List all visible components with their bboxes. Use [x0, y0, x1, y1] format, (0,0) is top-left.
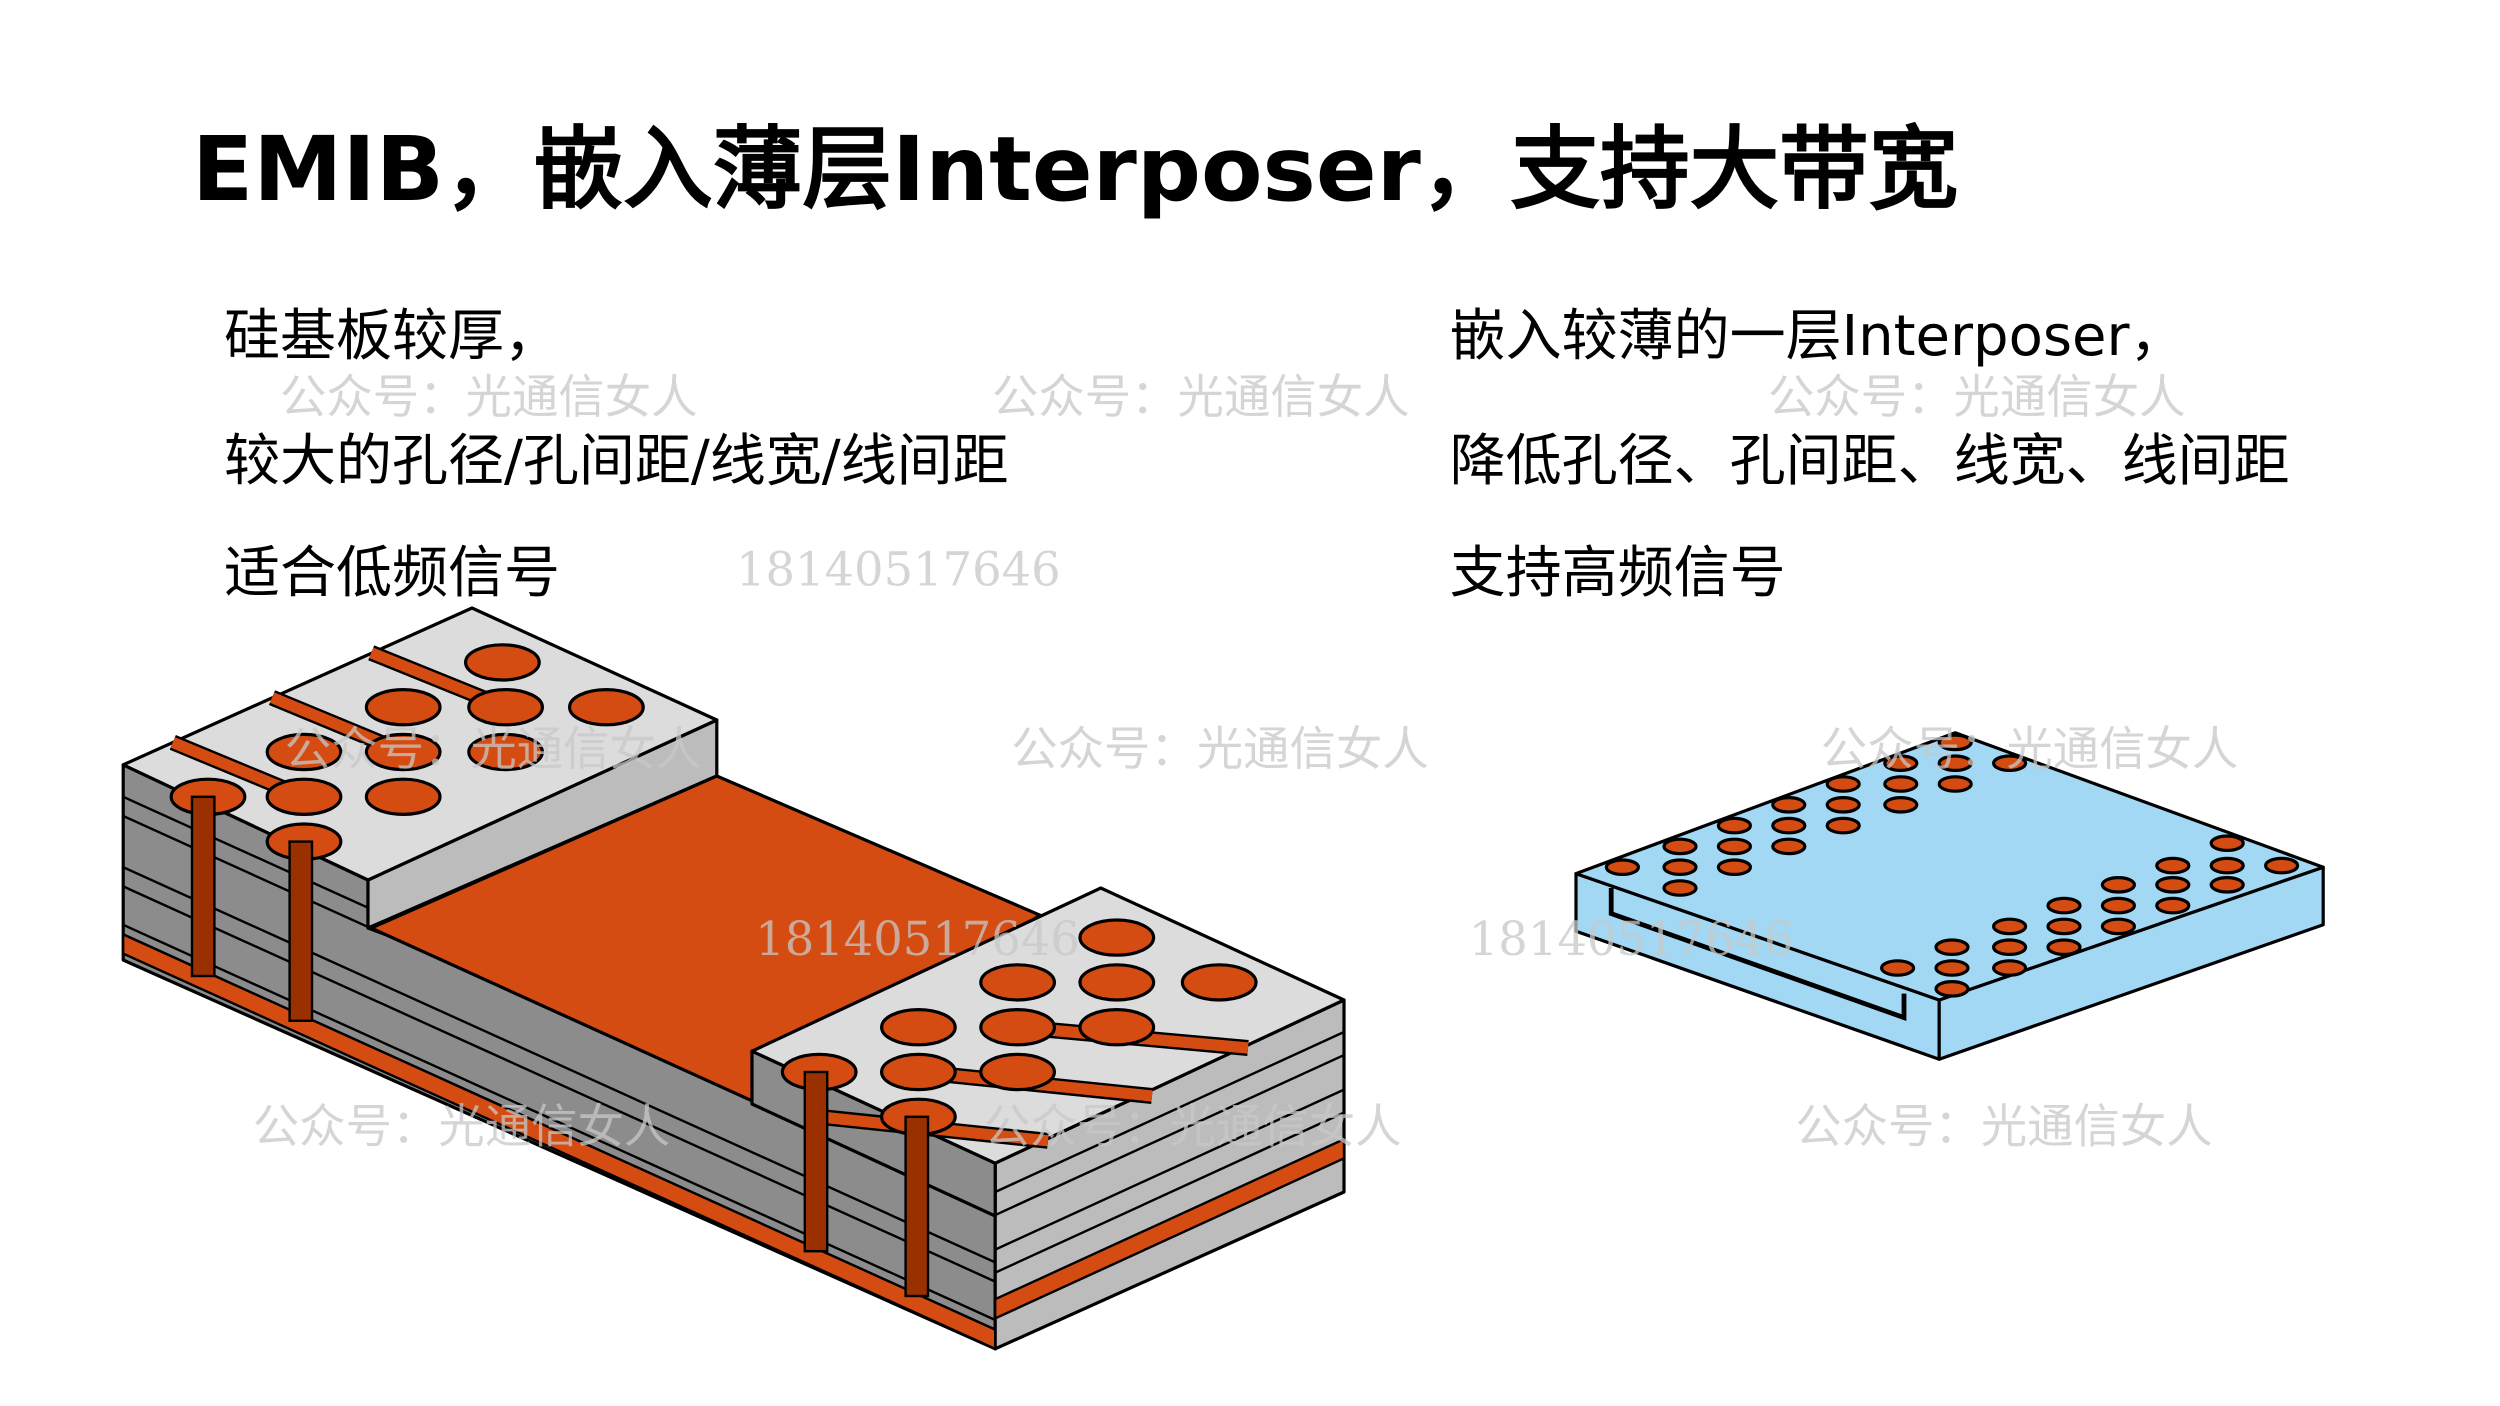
watermark-account: 公众号：光通信女人	[280, 370, 698, 424]
copper-layer	[122, 932, 997, 1351]
right-line-2: 降低孔径、孔间距、线宽、线间距	[1450, 429, 2290, 494]
watermark-account: 公众号：光通信女人	[984, 1099, 1402, 1153]
micro-bump	[1934, 980, 1970, 998]
micro-bump	[2046, 896, 2082, 915]
left-line-1: 硅基板较厚，	[224, 304, 560, 369]
micro-bump	[1771, 816, 1807, 835]
bump-pad	[1078, 963, 1156, 1002]
micro-bump	[1883, 796, 1919, 814]
layer-line	[994, 1111, 1345, 1274]
via	[288, 840, 314, 1022]
layer-line	[122, 885, 996, 1283]
via	[190, 795, 216, 978]
thin-interposer-illustration	[1574, 731, 2325, 1061]
micro-bump	[2264, 856, 2300, 875]
micro-bump	[1937, 733, 1973, 752]
bump-pad	[464, 643, 541, 682]
right-line-1: 嵌入较薄的一层Interposer，	[1450, 304, 2186, 369]
layer-line	[122, 923, 996, 1322]
right-description: 嵌入较薄的一层Interposer， 降低孔径、孔间距、线宽、线间距 支持高频信…	[1450, 304, 2290, 606]
watermark-phone: 18140517646	[755, 912, 1080, 966]
bump-pad	[979, 1052, 1056, 1092]
watermark-account: 公众号：光通信女人	[285, 722, 703, 776]
bump-pad	[979, 1008, 1056, 1047]
micro-bump	[2209, 876, 2245, 894]
micro-bump	[2100, 876, 2136, 894]
bump-pad	[265, 732, 343, 772]
micro-bump	[1604, 858, 1640, 876]
bump-pad	[1078, 1008, 1156, 1047]
micro-bump	[1716, 858, 1752, 876]
bump-pad	[364, 777, 442, 817]
watermark-account: 公众号：光通信女人	[253, 1099, 671, 1153]
bump-pad	[467, 732, 544, 772]
micro-bump	[2100, 917, 2136, 936]
watermark-account: 公众号：光通信女人	[1768, 370, 2186, 424]
thick-substrate-illustration	[121, 606, 1346, 1351]
micro-bump	[1992, 959, 2028, 977]
micro-bump	[1825, 796, 1861, 814]
bump-pad	[364, 732, 442, 772]
layer-line	[994, 1088, 1345, 1251]
micro-bump	[1934, 959, 1970, 977]
micro-bump	[1825, 816, 1861, 835]
bump-pad	[1078, 918, 1156, 957]
micro-bump	[1937, 754, 1973, 772]
micro-bump	[1825, 775, 1861, 793]
via	[803, 1070, 829, 1253]
bump-pad	[467, 688, 544, 727]
watermark-account: 公众号：光通信女人	[1011, 722, 1429, 776]
watermark-account: 公众号：光通信女人	[1821, 722, 2239, 776]
micro-bump	[1880, 959, 1916, 977]
micro-bump	[1771, 837, 1807, 856]
watermark-phone: 18140517646	[736, 543, 1061, 597]
micro-bump	[2155, 896, 2191, 915]
micro-bump	[2209, 856, 2245, 875]
interposer-groove	[1608, 888, 1907, 1021]
layer-line	[994, 1053, 1345, 1217]
micro-bump	[1992, 754, 2028, 772]
micro-bump	[1934, 938, 1970, 956]
micro-bump	[2100, 896, 2136, 915]
micro-bump	[1771, 796, 1807, 814]
micro-bump	[1662, 837, 1698, 856]
bump-pad	[1180, 963, 1258, 1002]
micro-bump	[2155, 876, 2191, 894]
micro-bump	[1992, 938, 2028, 956]
bump-pad	[880, 1008, 957, 1047]
micro-bump	[2155, 856, 2191, 875]
layer-line	[994, 1030, 1345, 1194]
left-line-2: 较大的孔径/孔间距/线宽/线间距	[224, 429, 1009, 494]
right-line-3: 支持高频信号	[1450, 541, 1786, 606]
micro-bump	[1992, 917, 2028, 936]
bump-pad	[364, 688, 442, 727]
micro-bump	[1662, 879, 1698, 897]
watermark-account: 公众号：光通信女人	[1795, 1099, 2213, 1153]
left-line-3: 适合低频信号	[224, 541, 560, 606]
micro-bump	[1883, 754, 1919, 772]
micro-bump	[1716, 837, 1752, 856]
bump-pad	[979, 963, 1056, 1002]
slide-title: EMIB，嵌入薄层Interposer，支持大带宽	[192, 118, 1958, 222]
layer-line	[122, 866, 996, 1264]
micro-bump	[1716, 816, 1752, 835]
watermark-account: 公众号：光通信女人	[992, 370, 1410, 424]
micro-bump	[2046, 938, 2082, 956]
micro-bump	[2209, 834, 2245, 852]
copper-layer	[994, 1137, 1346, 1321]
micro-bump	[1937, 775, 1973, 793]
watermark-phone: 18140517646	[1469, 912, 1794, 966]
watermarks: 公众号：光通信女人 公众号：光通信女人 公众号：光通信女人 公众号：光通信女人 …	[253, 370, 2239, 1154]
left-description: 硅基板较厚， 较大的孔径/孔间距/线宽/线间距 适合低频信号	[224, 304, 1009, 606]
micro-bump	[2046, 917, 2082, 936]
micro-bump	[1662, 858, 1698, 876]
bump-pad	[568, 688, 645, 727]
via	[904, 1115, 930, 1298]
bump-pad	[880, 1052, 957, 1092]
bump-pad	[265, 777, 343, 817]
micro-bump	[1883, 775, 1919, 793]
